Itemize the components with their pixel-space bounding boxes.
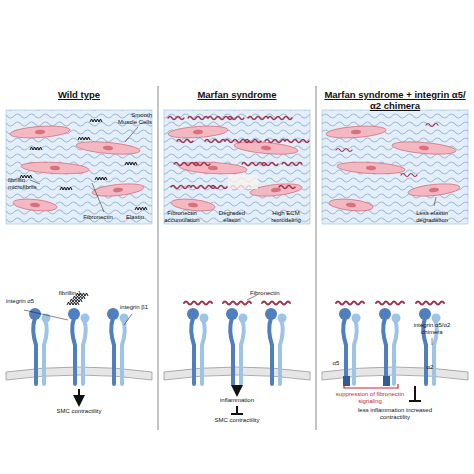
panel-title: Marfan syndrome + integrin α5/α2 chimera — [318, 90, 472, 112]
label: Fibronectin accumulation — [160, 210, 204, 224]
label: inflammation — [207, 397, 267, 404]
panel: Marfan syndrome + integrin α5/α2 chimera — [318, 90, 472, 112]
panel-title: Marfan syndrome — [160, 90, 314, 101]
label: integrin α5/α2 chimera — [408, 322, 456, 336]
label: SMC contractility — [40, 408, 118, 415]
panel: Wild type — [2, 90, 156, 101]
label: Smooth Muscle Cells — [112, 112, 152, 126]
panel-title: Wild type — [2, 90, 156, 101]
label: integrin α5 — [6, 298, 40, 305]
label: Less elastin degradation — [410, 210, 454, 224]
label: Fibronectin — [250, 290, 300, 297]
label: integrin β1 — [120, 304, 156, 311]
label: Degraded elastin — [210, 210, 254, 224]
label: Fibronectin — [78, 214, 118, 221]
label: α5 — [330, 360, 342, 367]
label: SMC contractility — [197, 417, 277, 424]
label: High ECM remodeling — [262, 210, 310, 224]
label: fibrillin-1 — [50, 290, 90, 297]
label: α2 — [423, 364, 437, 371]
label: fibrillin microfibrils — [8, 177, 42, 191]
label: Elastin — [120, 214, 150, 221]
label: suppression of fibronectin signaling — [330, 391, 410, 405]
panel: Marfan syndrome — [160, 90, 314, 101]
label: less inflammation increased contractilit… — [350, 407, 440, 421]
